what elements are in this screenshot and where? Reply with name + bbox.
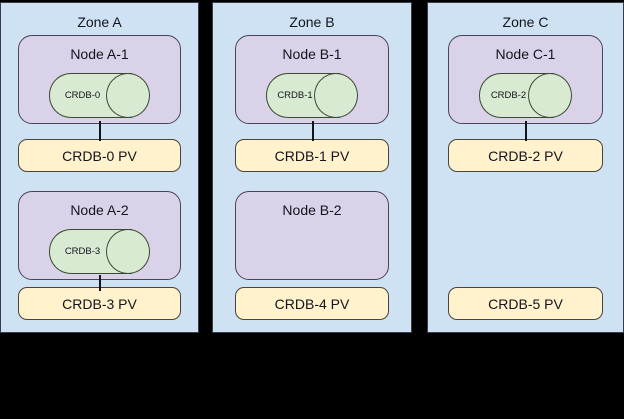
connector-crdb-1 [312,121,314,141]
node-box-c-1[interactable]: Node C-1 CRDB-2 [448,35,603,124]
pod-cylinder-crdb-2[interactable]: CRDB-2 [479,73,572,118]
pod-label-crdb-1: CRDB-1 [277,90,313,101]
cylinder-end-cap [528,73,572,118]
zone-title-a: Zone A [77,14,122,30]
pod-label-crdb-3: CRDB-3 [64,246,101,257]
connector-crdb-3 [99,275,101,291]
node-box-b-1[interactable]: Node B-1 CRDB-1 [235,35,389,124]
zone-container-b: Zone B Node B-1 CRDB-1 CRDB-1 PV Node B-… [212,2,412,333]
pv-label-crdb-1: CRDB-1 PV [274,147,350,164]
pv-box-crdb-2[interactable]: CRDB-2 PV [448,139,603,172]
node-label-a-1: Node A-1 [70,46,129,62]
node-label-a-2: Node A-2 [70,202,129,218]
pv-box-crdb-1[interactable]: CRDB-1 PV [235,139,389,172]
node-label-c-1: Node C-1 [495,46,556,62]
pod-cylinder-crdb-3[interactable]: CRDB-3 [49,229,150,274]
cylinder-end-cap [106,229,150,274]
pv-label-crdb-3: CRDB-3 PV [62,295,137,312]
pod-label-crdb-2: CRDB-2 [490,90,527,101]
zone-container-c: Zone C Node C-1 CRDB-2 CRDB-2 PV CRDB-5 … [427,2,624,333]
connector-crdb-0 [99,121,101,141]
pv-label-crdb-5: CRDB-5 PV [488,295,563,312]
pod-cylinder-crdb-0[interactable]: CRDB-0 [49,73,150,118]
node-box-a-2[interactable]: Node A-2 CRDB-3 [18,191,181,280]
pv-box-crdb-4[interactable]: CRDB-4 PV [235,287,389,320]
node-box-b-2[interactable]: Node B-2 [235,191,389,280]
pod-cylinder-crdb-1[interactable]: CRDB-1 [266,73,358,118]
pod-label-crdb-0: CRDB-0 [64,90,101,101]
zone-title-c: Zone C [502,14,549,30]
node-label-b-1: Node B-1 [282,46,342,62]
cylinder-end-cap [314,73,358,118]
pv-label-crdb-0: CRDB-0 PV [62,147,137,164]
node-box-a-1[interactable]: Node A-1 CRDB-0 [18,35,181,124]
node-label-b-2: Node B-2 [282,202,342,218]
cylinder-end-cap [106,73,150,118]
zone-title-b: Zone B [289,14,335,30]
pv-box-crdb-0[interactable]: CRDB-0 PV [18,139,181,172]
connector-crdb-2 [525,121,527,141]
pv-box-crdb-5[interactable]: CRDB-5 PV [448,287,603,320]
zone-container-a: Zone A Node A-1 CRDB-0 CRDB-0 PV Node A-… [0,2,199,333]
pv-label-crdb-4: CRDB-4 PV [274,295,350,312]
pv-box-crdb-3[interactable]: CRDB-3 PV [18,287,181,320]
pv-label-crdb-2: CRDB-2 PV [488,147,563,164]
